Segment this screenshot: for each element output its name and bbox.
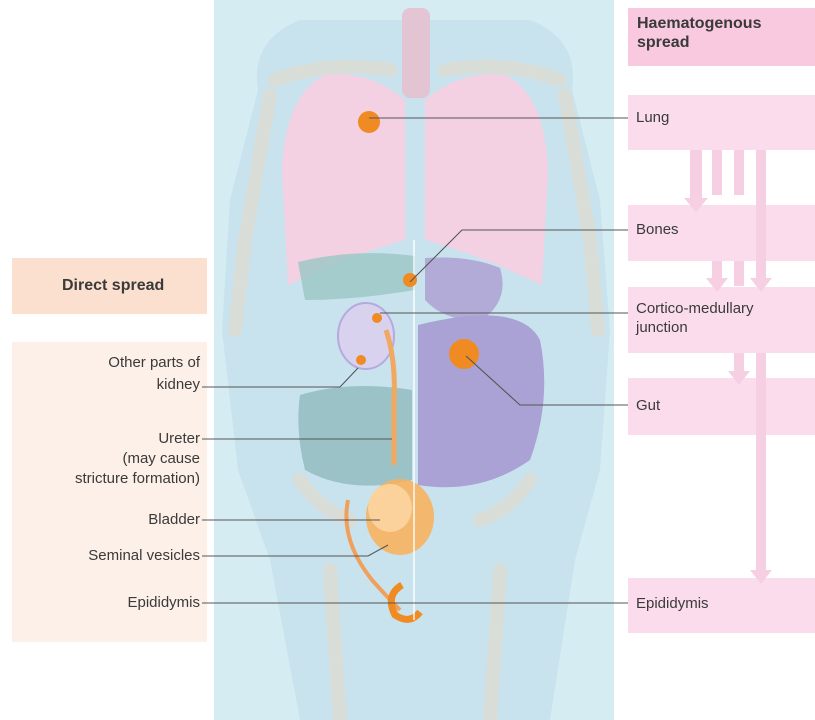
bladder-highlight: [368, 484, 412, 532]
label-ureter-line3: stricture formation): [0, 470, 200, 488]
label-cortico-line2: junction: [636, 319, 688, 337]
label-seminal-vesicles: Seminal vesicles: [0, 547, 200, 565]
trachea: [402, 8, 430, 98]
label-other-kidney-line1: Other parts of: [0, 354, 200, 372]
label-other-kidney-line2: kidney: [0, 376, 200, 394]
label-ureter-line1: Ureter: [0, 430, 200, 448]
direct-spread-heading: Direct spread: [62, 276, 164, 295]
label-lung: Lung: [636, 109, 669, 127]
intestines: [418, 315, 544, 487]
label-bones: Bones: [636, 221, 679, 239]
haematogenous-heading: Haematogenous spread: [637, 14, 813, 52]
direct-spread-heading-text: Direct spread: [62, 277, 164, 294]
label-ureter-line2: (may cause: [0, 450, 200, 468]
haematogenous-heading-text: Haematogenous spread: [637, 15, 761, 51]
label-epididymis-haematogenous: Epididymis: [636, 595, 709, 613]
label-cortico-line1: Cortico-medullary: [636, 300, 754, 318]
label-bladder: Bladder: [0, 511, 200, 529]
label-epididymis-direct: Epididymis: [0, 594, 200, 612]
label-gut: Gut: [636, 397, 660, 415]
